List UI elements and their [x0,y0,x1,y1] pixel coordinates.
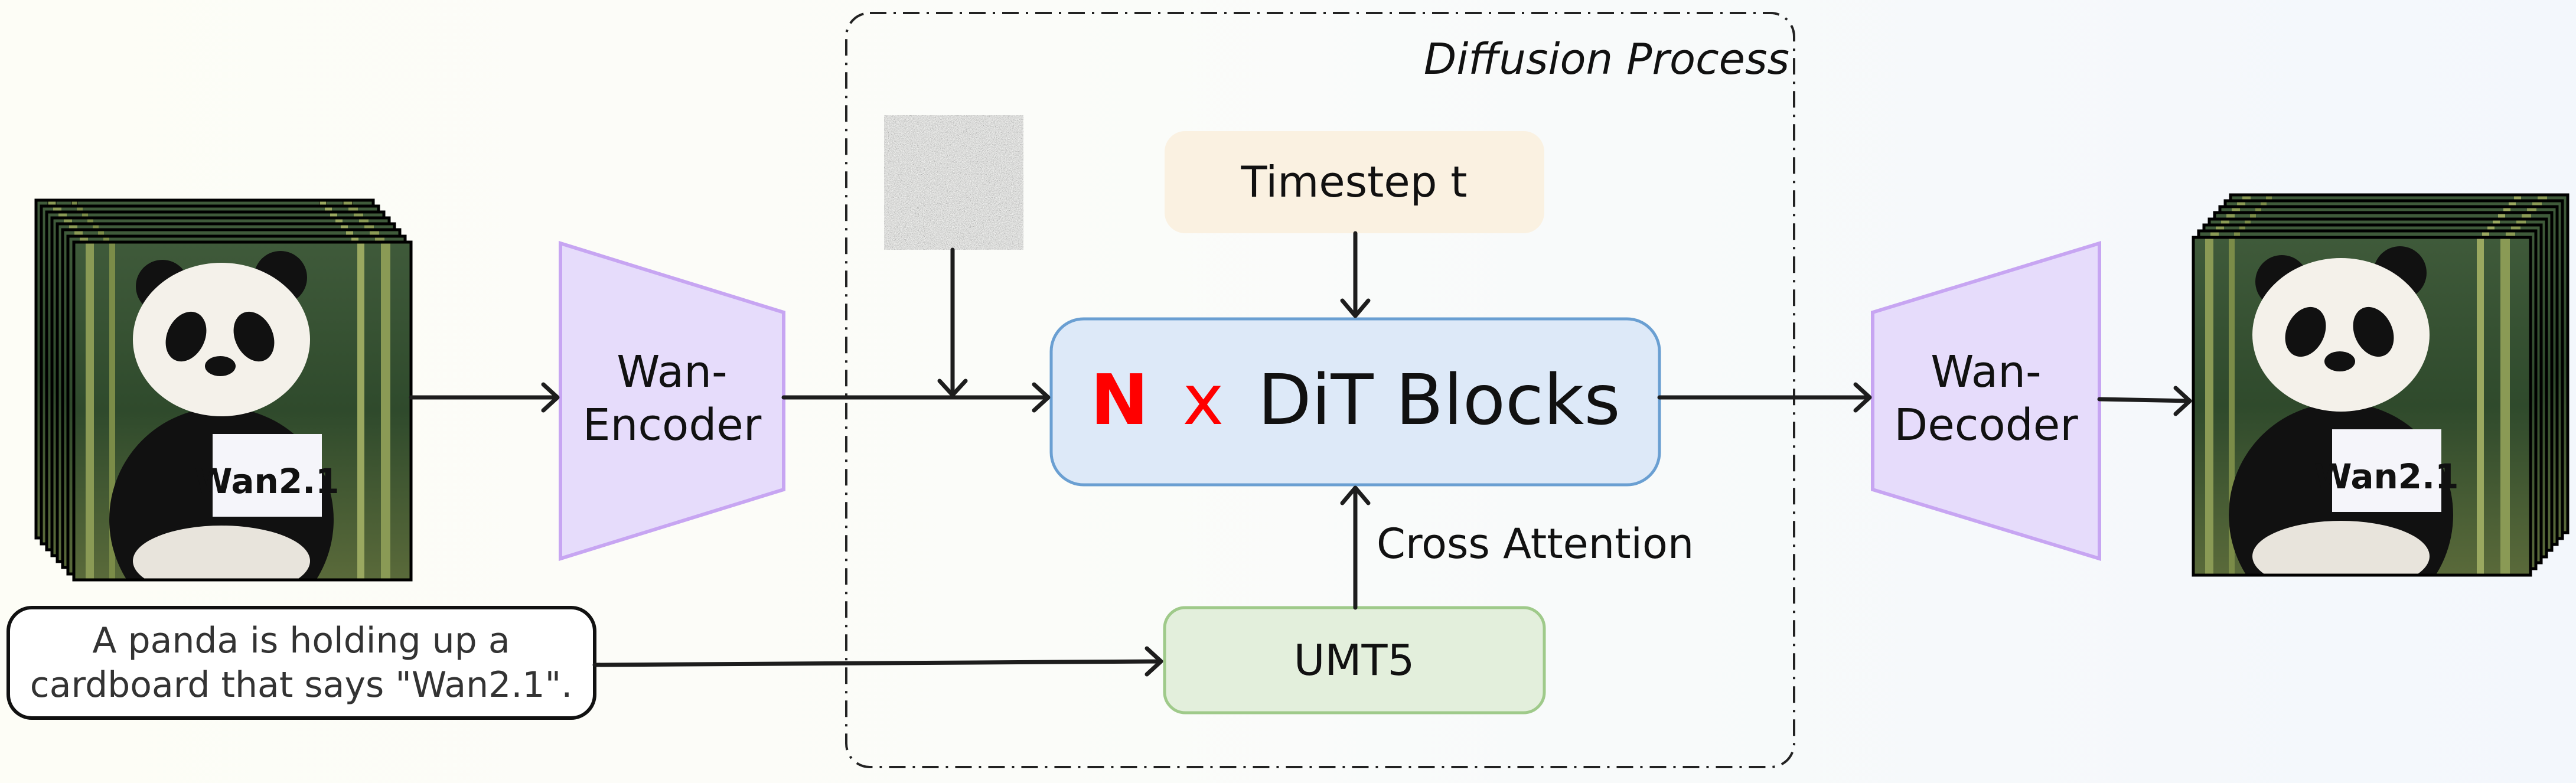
decoder-label-line2: Decoder [1894,400,2078,451]
prompt-line2: cardboard that says "Wan2.1". [30,664,573,706]
diffusion-process-region [845,12,1795,768]
arrow-decoder-to-video [2097,386,2192,416]
input-frame-stack: Wan2.1 [34,198,413,582]
output-video-frames: Wan2.1 [2192,193,2570,577]
wan-encoder: Wan- Encoder [559,240,785,562]
arrow-prompt-to-umt5 [592,646,1163,677]
wan-decoder: Wan- Decoder [1871,240,2101,562]
umt5-box: UMT5 [1163,606,1546,715]
diffusion-process-label: Diffusion Process [1424,34,1789,84]
encoder-label-line2: Encoder [583,400,762,451]
input-sign-text: Wan2.1 [194,461,339,501]
arrow-dit-to-decoder [1657,382,1872,413]
arrow-video-to-encoder [409,382,560,413]
arrow-encoder-to-dit [781,382,1051,413]
arrow-noise-to-latent [937,247,968,397]
arrow-timestep-to-dit [1340,231,1371,318]
dit-multiplier: N [1090,359,1149,441]
output-sign-text: Wan2.1 [2314,456,2458,497]
timestep-label: Timestep t [1240,157,1467,207]
dit-label: DiT Blocks [1258,359,1620,441]
prompt-line1: A panda is holding up a [92,620,510,661]
dit-blocks-box: N x DiT Blocks [1049,317,1661,487]
decoder-label-line1: Wan- [1931,347,2041,397]
cross-attention-label: Cross Attention [1377,520,1694,568]
dit-times: x [1183,359,1224,441]
input-video-frames: Wan2.1 [34,198,413,582]
arrow-umt5-to-dit [1340,485,1371,610]
output-frame-front [2193,237,2531,575]
timestep-box: Timestep t [1165,131,1544,233]
gaussian-noise-image [884,115,1023,250]
encoder-label-line1: Wan- [617,347,727,397]
input-frame-front [74,242,411,580]
text-prompt-box: A panda is holding up a cardboard that s… [6,606,596,720]
svg-text:N x DiT Blocks: N x DiT Blocks [1090,359,1620,441]
umt5-label: UMT5 [1294,635,1415,685]
